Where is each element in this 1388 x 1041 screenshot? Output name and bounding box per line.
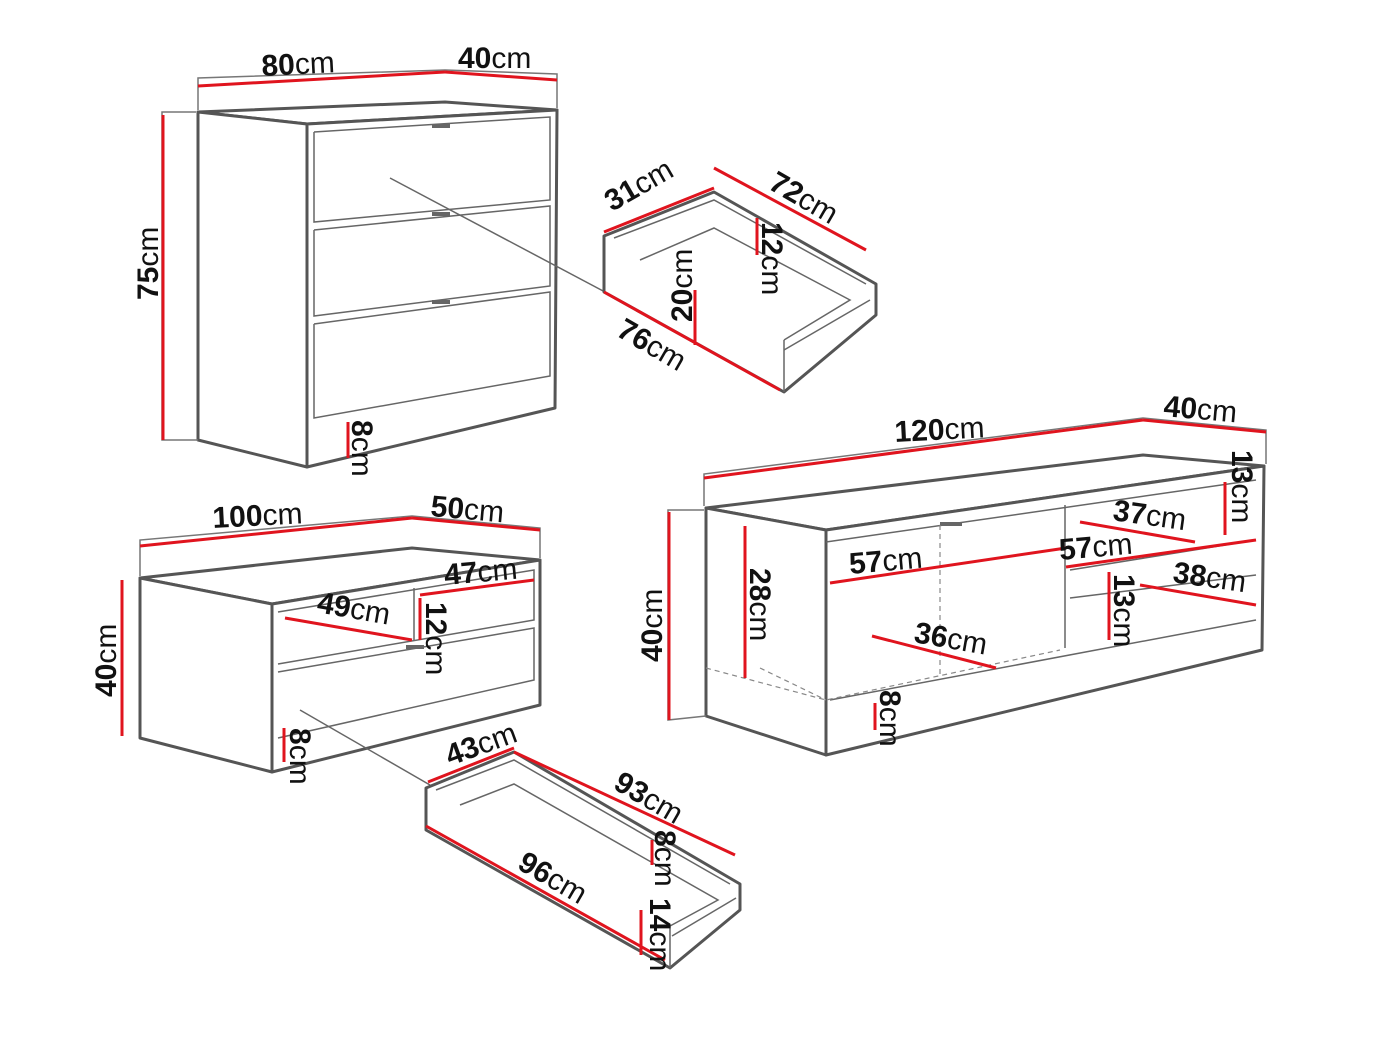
bench-plinth-label: 8cm xyxy=(283,728,316,785)
tv-stand-height-label: 40cm xyxy=(636,589,669,662)
tv-stand-width-label: 120cm xyxy=(894,411,986,449)
chest-front xyxy=(305,108,559,469)
bench-drawer xyxy=(424,746,742,970)
chest-side xyxy=(196,110,309,469)
chest-plinth-label: 8cm xyxy=(345,420,378,477)
chest-width-label: 80cm xyxy=(261,46,336,83)
tv-stand-top-shelf-height-label: 13cm xyxy=(1225,450,1258,523)
chest-drawer-inner-height-label: 12cm xyxy=(755,222,788,295)
chest-of-drawers xyxy=(161,69,606,469)
tv-stand xyxy=(667,417,1267,757)
tv-stand-shelf-depth-label: 37cm xyxy=(1111,494,1188,537)
bench-height-label: 40cm xyxy=(90,624,123,697)
bench-side xyxy=(138,576,274,774)
tv-stand-lower-shelf-height-label: 13cm xyxy=(1107,574,1140,647)
tv-stand-front xyxy=(824,464,1266,757)
tv-stand-depth-label: 40cm xyxy=(1162,390,1238,429)
tv-stand-plinth-label: 8cm xyxy=(873,690,906,747)
bench-drawer-front-height-label: 14cm xyxy=(643,898,676,971)
chest-drawer-front-height-label: 20cm xyxy=(666,249,699,322)
bench-shelf-height-label: 12cm xyxy=(419,602,452,675)
chest-height-label: 75cm xyxy=(132,227,165,300)
chest-depth-label: 40cm xyxy=(458,42,531,75)
bench-depth-label: 50cm xyxy=(429,490,505,529)
chest-drawer-length-label: 72cm xyxy=(764,165,844,230)
chest-drawer xyxy=(602,166,878,394)
bench-drawer-inner-height-label: 8cm xyxy=(648,830,681,887)
tv-stand-open-height-label: 28cm xyxy=(743,568,776,641)
bench-shelf-depth-label: 47cm xyxy=(443,553,519,592)
storage-bench xyxy=(120,515,542,786)
bench-shelf-width-label: 49cm xyxy=(315,586,393,631)
tv-stand-shelf-width-label: 57cm xyxy=(1058,528,1134,567)
bench-width-label: 100cm xyxy=(212,497,304,535)
tv-stand-inner-depth-label: 36cm xyxy=(912,616,990,661)
bench-front xyxy=(270,558,542,774)
tv-stand-open-width-label: 57cm xyxy=(848,542,924,581)
tv-stand-lower-shelf-depth-label: 38cm xyxy=(1171,556,1248,599)
